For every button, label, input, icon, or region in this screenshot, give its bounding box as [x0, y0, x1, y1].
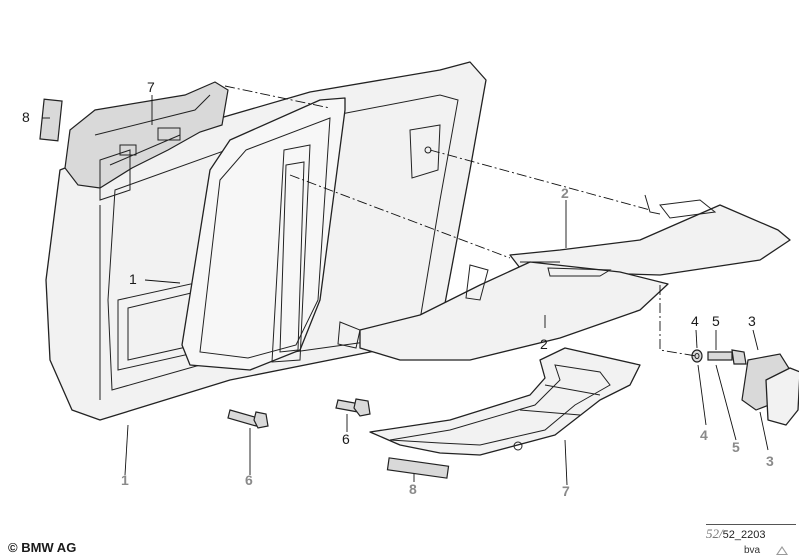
callout-1-mid: 1 [129, 271, 137, 287]
callout-2-mid: 2 [540, 336, 548, 352]
callout-3-bottom: 3 [766, 453, 774, 469]
author-code: bva [744, 545, 761, 556]
diagram-code: 52/52_2203 [706, 524, 796, 541]
diagram-code-number: 52_2203 [722, 529, 766, 541]
copyright-text: © BMW AG [8, 540, 77, 555]
callout-7-top: 7 [147, 79, 155, 95]
callout-5-bottom: 5 [732, 439, 740, 455]
callout-8-bottom: 8 [409, 481, 417, 497]
screw-right [335, 398, 371, 417]
callout-5-top: 5 [712, 313, 720, 329]
bolt [707, 349, 747, 365]
screw-left [227, 409, 269, 429]
floor-tray [369, 347, 641, 456]
callout-2-top: 2 [561, 185, 569, 201]
washer [691, 349, 703, 363]
callout-4-top: 4 [691, 313, 699, 329]
callout-8-top: 8 [22, 109, 30, 125]
plate-bottom [386, 457, 450, 479]
callout-4-bottom: 4 [700, 427, 708, 443]
carrier-lower [337, 261, 669, 361]
plate-top [39, 98, 63, 142]
bracket-top [64, 81, 229, 201]
carrier-upper [509, 194, 791, 276]
diagram-code-prefix: 52/ [706, 526, 723, 541]
callout-3-top: 3 [748, 313, 756, 329]
callout-6-mid: 6 [342, 431, 350, 447]
panel-shell [181, 97, 346, 371]
callout-7-bottom: 7 [562, 483, 570, 499]
callout-1-bottom: 1 [121, 472, 129, 488]
warning-triangle-icon [776, 546, 788, 555]
cap-rear [765, 367, 799, 426]
callout-6-bottom: 6 [245, 472, 253, 488]
